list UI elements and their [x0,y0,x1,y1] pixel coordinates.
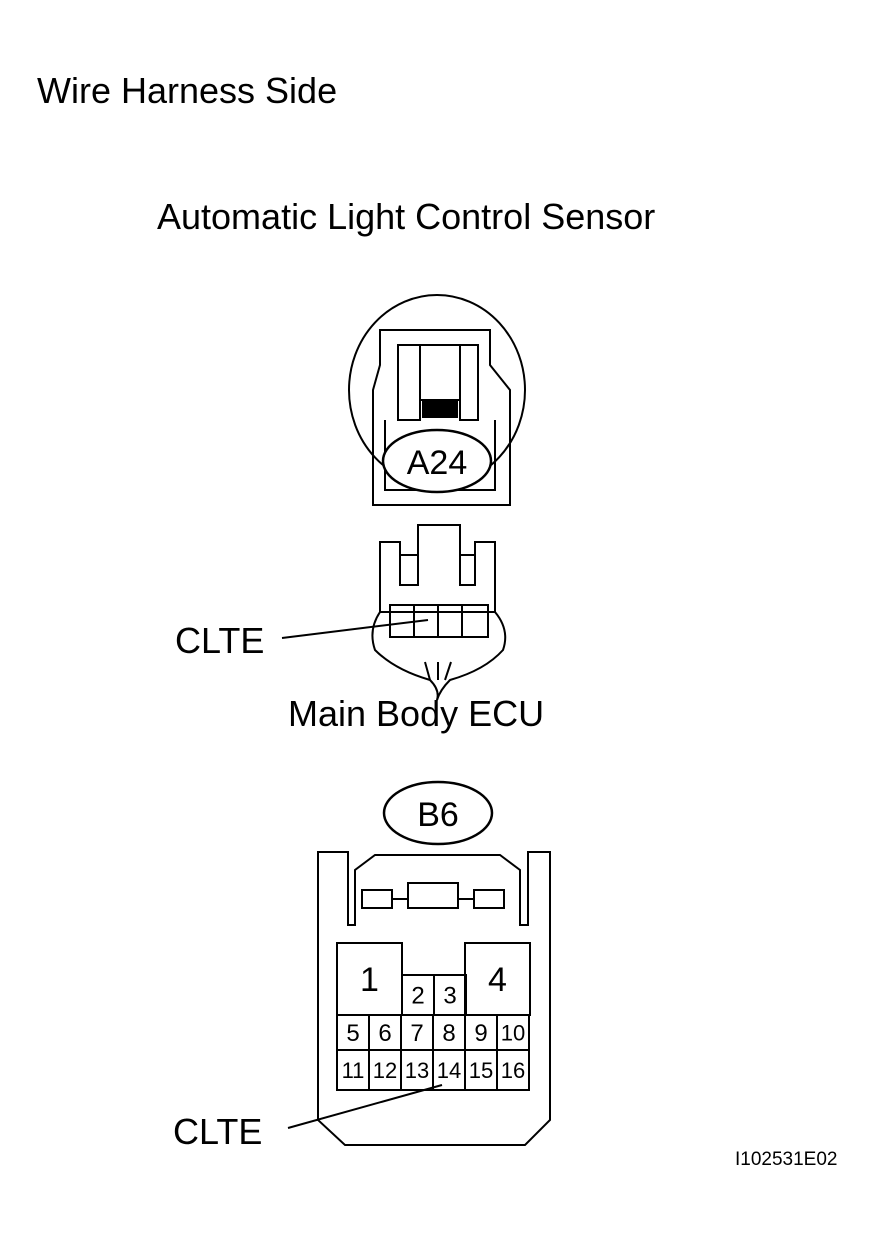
pin-label-11: 11 [342,1058,365,1083]
ecu-connector-code: B6 [417,796,459,834]
pin-label-5: 5 [346,1020,359,1047]
pin-label-6: 6 [378,1020,391,1047]
pin-label-15: 15 [469,1058,493,1083]
ecu-connector-body [317,851,551,1146]
figure-id: I102531E02 [735,1149,838,1170]
sensor-title: Automatic Light Control Sensor [157,196,656,237]
ecu-title: Main Body ECU [288,693,545,734]
sensor-connector-code: A24 [407,444,468,482]
pin-label-8: 8 [442,1020,455,1047]
sensor-terminal-label: CLTE [175,620,265,661]
pin-cell [496,1049,530,1091]
ecu-terminal-leader [287,1084,443,1129]
pin-label-13: 13 [405,1058,429,1083]
pin-label-12: 12 [373,1058,397,1083]
page-title: Wire Harness Side [37,70,338,111]
pin-label-16: 16 [501,1058,525,1083]
pin-label-14: 14 [437,1058,461,1083]
pin-label-9: 9 [474,1020,487,1047]
pin-label-1: 1 [360,961,379,999]
ecu-connector-badge: B6 [382,780,494,846]
ecu-terminal-label: CLTE [173,1111,263,1152]
sensor-connector-badge: A24 [381,428,493,494]
pin-label-2: 2 [411,983,424,1010]
pin-label-4: 4 [488,961,507,999]
pin-label-10: 10 [501,1020,525,1045]
pin-label-7: 7 [410,1020,423,1047]
pin-label-3: 3 [443,983,456,1010]
sensor-harness-plug [281,524,507,701]
